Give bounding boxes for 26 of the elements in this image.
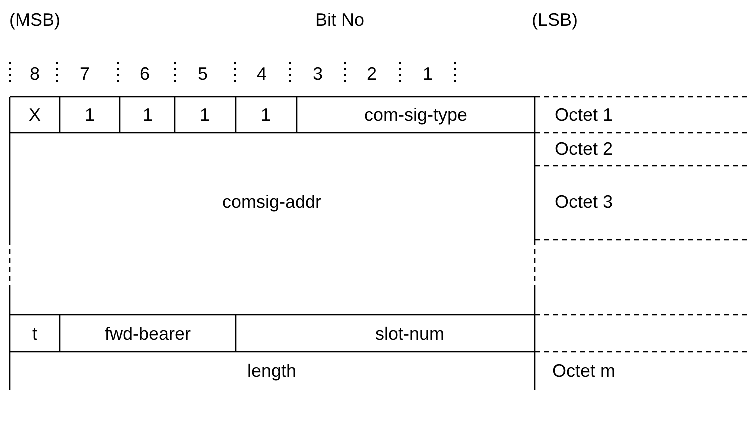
bit-number: 7 — [80, 65, 90, 83]
octet-label: Octet 2 — [554, 140, 614, 158]
field-label: 1 — [200, 106, 210, 124]
octet-label: Octet m — [552, 362, 616, 380]
octet-label: Octet 1 — [554, 106, 614, 124]
bit-number: 4 — [257, 65, 267, 83]
field-label: 1 — [85, 106, 95, 124]
bit-number: 5 — [198, 65, 208, 83]
header-label: Bit No — [315, 11, 365, 29]
field-label: X — [29, 106, 41, 124]
field-label: slot-num — [375, 325, 445, 343]
field-label: 1 — [261, 106, 271, 124]
bit-number: 3 — [313, 65, 323, 83]
bit-number: 6 — [140, 65, 150, 83]
header-label: (LSB) — [532, 11, 578, 29]
field-label: 1 — [143, 106, 153, 124]
field-label: com-sig-type — [364, 106, 468, 124]
bit-number: 1 — [423, 65, 433, 83]
bit-number: 8 — [30, 65, 40, 83]
header-label: (MSB) — [10, 11, 60, 29]
field-label: length — [247, 362, 297, 380]
field-label: t — [32, 325, 38, 343]
field-label: fwd-bearer — [104, 325, 192, 343]
field-label: comsig-addr — [222, 193, 322, 211]
octet-label: Octet 3 — [554, 193, 614, 211]
bit-number: 2 — [367, 65, 377, 83]
